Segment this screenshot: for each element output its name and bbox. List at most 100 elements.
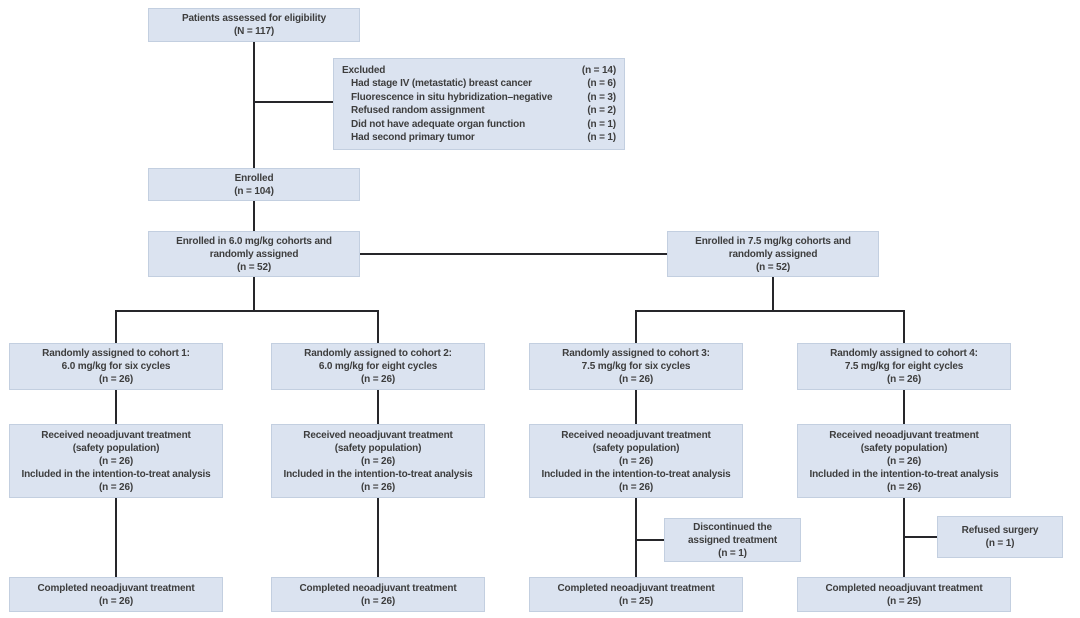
box-text-line: Completed neoadjuvant treatment xyxy=(299,582,457,594)
box-text-line: (n = 1) xyxy=(718,547,747,559)
connector-drop-cohort4 xyxy=(903,310,905,343)
box-eligibility: Patients assessed for eligibility (N = 1… xyxy=(148,8,360,42)
box-text-line: Patients assessed for eligibility xyxy=(182,13,326,24)
box-text-line: 6.0 mg/kg for six cycles xyxy=(61,361,171,372)
box-refused-surgery: Refused surgery (n = 1) xyxy=(937,516,1063,558)
box-enrolled: Enrolled (n = 104) xyxy=(148,168,360,201)
box-text-line: Refused surgery xyxy=(961,525,1039,536)
connector-arm60-down xyxy=(253,277,255,312)
box-text-line: assigned treatment xyxy=(688,534,777,546)
connector-received1-to-completed1 xyxy=(115,498,117,577)
connector-arm75-down xyxy=(772,277,774,312)
excluded-count: (n = 1) xyxy=(587,118,616,130)
box-text-line: randomly assigned xyxy=(209,248,299,260)
box-text-line: Received neoadjuvant treatment xyxy=(41,429,191,441)
box-text-line: 7.5 mg/kg for six cycles xyxy=(581,361,691,372)
excluded-count: (n = 6) xyxy=(587,78,616,89)
box-completed1: Completed neoadjuvant treatment (n = 26) xyxy=(9,577,223,612)
box-completed3: Completed neoadjuvant treatment (n = 25) xyxy=(529,577,743,612)
box-text-line: Included in the intention-to-treat analy… xyxy=(809,468,999,480)
box-text-line: (N = 117) xyxy=(233,26,275,37)
excluded-count: (n = 3) xyxy=(587,91,616,103)
box-completed4: Completed neoadjuvant treatment (n = 25) xyxy=(797,577,1011,612)
connector-to-refused-surgery xyxy=(904,536,937,538)
box-completed2: Completed neoadjuvant treatment (n = 26) xyxy=(271,577,485,612)
box-text-line: Received neoadjuvant treatment xyxy=(829,429,979,441)
box-text-line: 7.5 mg/kg for eight cycles xyxy=(844,361,964,372)
box-text-line: (n = 26) xyxy=(360,455,396,467)
box-text-line: (n = 26) xyxy=(360,374,396,385)
box-text-line: (safety population) xyxy=(334,442,422,454)
box-cohort4: Randomly assigned to cohort 4: 7.5 mg/kg… xyxy=(797,343,1011,390)
excluded-count: (n = 1) xyxy=(587,132,616,143)
excluded-reason: Had second primary tumor xyxy=(351,132,475,143)
box-text-line: Included in the intention-to-treat analy… xyxy=(541,468,731,480)
box-text-line: (n = 26) xyxy=(98,374,134,385)
excluded-row: Had second primary tumor (n = 1) xyxy=(342,131,616,145)
box-text-line: (n = 25) xyxy=(886,595,922,607)
box-text-line: (safety population) xyxy=(592,442,680,454)
box-text-line: Received neoadjuvant treatment xyxy=(561,429,711,441)
excluded-reason: Excluded xyxy=(342,64,386,76)
box-text-line: Enrolled in 6.0 mg/kg cohorts and xyxy=(176,235,332,247)
box-text-line: (n = 52) xyxy=(236,261,272,273)
box-text-line: (n = 26) xyxy=(98,595,134,607)
excluded-reason: Had stage IV (metastatic) breast cancer xyxy=(351,78,532,89)
box-text-line: (n = 1) xyxy=(985,538,1015,549)
box-text-line: (n = 26) xyxy=(98,455,134,467)
box-text-line: (n = 26) xyxy=(360,481,396,493)
excluded-reason: Did not have adequate organ function xyxy=(351,118,526,130)
box-arm-6mg: Enrolled in 6.0 mg/kg cohorts and random… xyxy=(148,231,360,277)
excluded-row: Had stage IV (metastatic) breast cancer … xyxy=(342,77,616,91)
box-arm-7mg: Enrolled in 7.5 mg/kg cohorts and random… xyxy=(667,231,879,277)
box-text-line: Enrolled in 7.5 mg/kg cohorts and xyxy=(695,235,851,247)
excluded-reason: Fluorescence in situ hybridization–negat… xyxy=(351,91,553,103)
box-text-line: Enrolled xyxy=(234,172,274,184)
connector-cohort3-to-received3 xyxy=(635,390,637,424)
box-text-line: Randomly assigned to cohort 1: xyxy=(42,348,190,359)
connector-eligibility-to-enrolled xyxy=(253,42,255,168)
connector-enrolled-to-arm60 xyxy=(253,201,255,231)
connector-cohort1-to-received1 xyxy=(115,390,117,424)
box-discontinued-treatment: Discontinued the assigned treatment (n =… xyxy=(664,518,801,562)
box-text-line: (n = 26) xyxy=(360,595,396,607)
connector-drop-cohort3 xyxy=(635,310,637,343)
box-text-line: (n = 26) xyxy=(618,374,654,385)
box-text-line: 6.0 mg/kg for eight cycles xyxy=(318,361,438,372)
box-text-line: Discontinued the xyxy=(693,521,772,533)
box-text-line: (n = 26) xyxy=(618,455,654,467)
box-received1: Received neoadjuvant treatment (safety p… xyxy=(9,424,223,498)
box-text-line: Included in the intention-to-treat analy… xyxy=(21,468,211,480)
box-text-line: (n = 52) xyxy=(755,261,791,273)
connector-to-excluded xyxy=(254,101,333,103)
box-text-line: (n = 26) xyxy=(886,455,922,467)
box-text-line: Included in the intention-to-treat analy… xyxy=(283,468,473,480)
box-text-line: randomly assigned xyxy=(728,248,818,260)
excluded-row: Fluorescence in situ hybridization–negat… xyxy=(342,91,616,105)
connector-drop-cohort1 xyxy=(115,310,117,343)
connector-received2-to-completed2 xyxy=(377,498,379,577)
box-text-line: Completed neoadjuvant treatment xyxy=(557,582,715,594)
box-text-line: Completed neoadjuvant treatment xyxy=(37,582,195,594)
box-text-line: Received neoadjuvant treatment xyxy=(303,429,453,441)
box-text-line: Randomly assigned to cohort 3: xyxy=(562,348,710,359)
box-text-line: (safety population) xyxy=(72,442,160,454)
box-text-line: Randomly assigned to cohort 4: xyxy=(830,348,978,359)
box-text-line: (n = 25) xyxy=(618,595,654,607)
connector-received3-to-completed3 xyxy=(635,498,637,577)
connector-arm60-to-arm75 xyxy=(360,253,667,255)
box-excluded: Excluded (n = 14) Had stage IV (metastat… xyxy=(333,58,625,150)
excluded-reason: Refused random assignment xyxy=(351,105,485,116)
connector-cohort2-to-received2 xyxy=(377,390,379,424)
box-text-line: Completed neoadjuvant treatment xyxy=(825,582,983,594)
box-cohort1: Randomly assigned to cohort 1: 6.0 mg/kg… xyxy=(9,343,223,390)
box-text-line: Randomly assigned to cohort 2: xyxy=(304,348,452,359)
box-cohort2: Randomly assigned to cohort 2: 6.0 mg/kg… xyxy=(271,343,485,390)
excluded-row: Refused random assignment (n = 2) xyxy=(342,104,616,118)
box-received2: Received neoadjuvant treatment (safety p… xyxy=(271,424,485,498)
excluded-count: (n = 14) xyxy=(581,64,616,76)
connector-split-left xyxy=(115,310,379,312)
connector-drop-cohort2 xyxy=(377,310,379,343)
connector-cohort4-to-received4 xyxy=(903,390,905,424)
